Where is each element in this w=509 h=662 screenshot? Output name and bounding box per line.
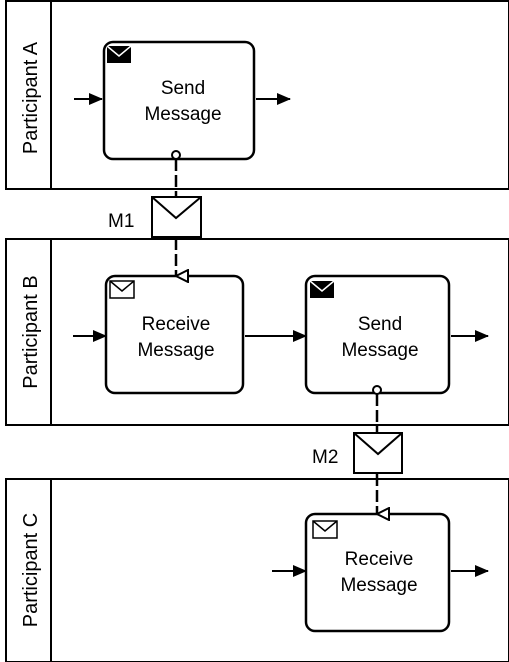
- task-c-receive-message[interactable]: Receive Message: [304, 512, 451, 633]
- task-label-line1: Send: [358, 314, 402, 335]
- task-label-line2: Message: [341, 340, 418, 361]
- task-label-line1: Receive: [345, 549, 414, 570]
- message-label-m1: M1: [108, 211, 134, 232]
- pool-participant-a: Participant A: [5, 0, 509, 190]
- pool-label-participant-a: Participant A: [20, 41, 42, 154]
- message-flow-m2: M2: [312, 385, 403, 514]
- task-b-receive-message[interactable]: Receive Message: [104, 274, 245, 395]
- send-envelope-icon: [106, 45, 132, 63]
- message-flow-m1: M1: [108, 150, 202, 276]
- message-envelope-icon: [151, 196, 202, 238]
- pool-label-participant-b: Participant B: [20, 275, 42, 388]
- send-envelope-icon: [309, 280, 335, 298]
- message-label-m2: M2: [312, 447, 338, 468]
- pool-label-participant-c: Participant C: [20, 513, 42, 628]
- receive-envelope-icon: [109, 280, 135, 299]
- receive-envelope-icon: [312, 520, 338, 539]
- task-label-line2: Message: [137, 340, 214, 361]
- task-label-line1: Send: [161, 78, 205, 99]
- task-a-send-message[interactable]: Send Message: [102, 40, 256, 161]
- message-envelope-icon: [353, 432, 403, 474]
- task-b-send-message[interactable]: Send Message: [304, 274, 451, 395]
- sequence-flows: [73, 93, 489, 577]
- task-label-line1: Receive: [142, 314, 211, 335]
- task-label-line2: Message: [340, 575, 417, 596]
- task-label-line2: Message: [144, 104, 221, 125]
